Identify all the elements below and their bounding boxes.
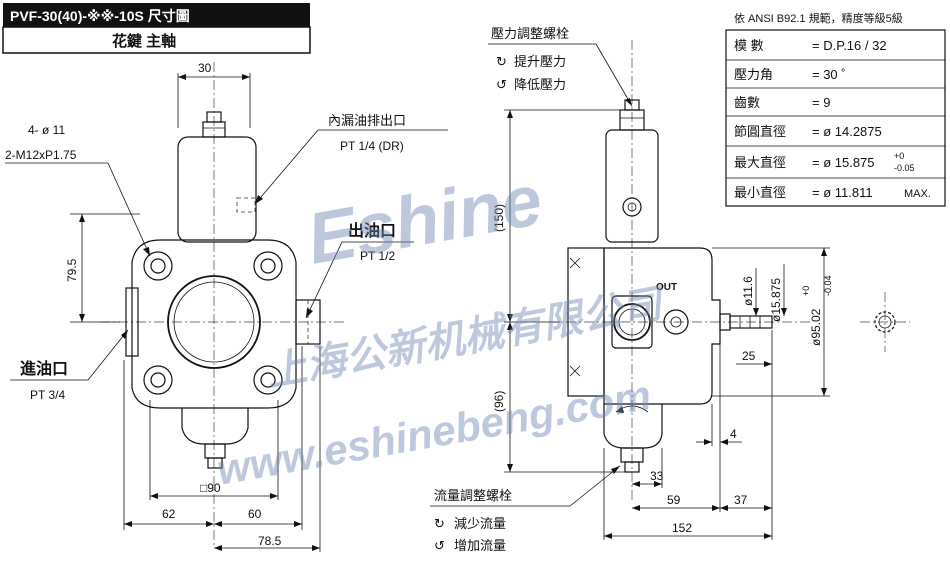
drawing-subtitle: 花鍵 主軸	[112, 32, 176, 50]
thread-callout: 2-M12xP1.75	[5, 148, 77, 162]
dim-shaft-11-6: ø11.6	[741, 276, 755, 306]
pressure-decrease-label: 降低壓力	[514, 77, 566, 92]
dim-60: 60	[248, 507, 262, 521]
dim-150: (150)	[492, 204, 506, 232]
rotate-ccw-icon: ↺	[496, 77, 507, 92]
flow-cw-icon: ↻	[434, 516, 445, 531]
spline-row-name: 最小直徑	[734, 185, 786, 200]
spline-row-name: 模 數	[734, 38, 764, 53]
spline-row-name: 節圓直徑	[734, 124, 786, 139]
outlet-label: 出油口	[348, 221, 396, 240]
drain-port-spec: PT 1/4 (DR)	[340, 139, 404, 153]
spline-table-caption: 依 ANSI B92.1 規範，精度等級5級	[734, 11, 903, 25]
dim-square-90: □90	[200, 481, 221, 495]
outlet-spec: PT 1/2	[360, 249, 395, 263]
spline-row-value: = ø 11.811	[812, 185, 873, 200]
rotate-cw-icon: ↻	[496, 54, 507, 69]
dim-pilot-tol-upper: +0	[801, 286, 811, 296]
flow-ccw-icon: ↺	[434, 538, 445, 553]
dim-25: 25	[742, 349, 756, 363]
dim-33: 33	[650, 469, 664, 483]
spline-row-value: = ø 14.2875	[812, 124, 882, 139]
dim-152: 152	[672, 521, 692, 535]
watermark: Eshine 上海公新机械有限公司 www.eshinebeng.com	[213, 160, 669, 494]
dim-pilot-tol-lower: -0.04	[823, 275, 833, 296]
dim-shaft-15-875: ø15.875	[769, 278, 783, 322]
dim-top-30: 30	[198, 61, 212, 75]
side-view: OUT 壓力調整螺栓 ↻ 提升壓力 ↺ 降低壓力	[430, 26, 910, 553]
watermark-brand: Eshine	[302, 160, 548, 280]
dim-4: 4	[730, 427, 737, 441]
flow-decrease-label: 減少流量	[454, 516, 506, 531]
bolt-holes-callout: 4- ø 11	[28, 123, 65, 137]
spline-row-value: = 30 ˚	[812, 67, 846, 82]
spline-row-suffix: MAX.	[904, 188, 931, 200]
out-port-label: OUT	[656, 282, 677, 293]
title-block: PVF-30(40)-※※-10S 尺寸圖 花鍵 主軸	[2, 3, 311, 54]
dim-78-5: 78.5	[258, 534, 282, 548]
dim-59: 59	[667, 493, 681, 507]
dim-37: 37	[734, 493, 748, 507]
dim-height-79-5: 79.5	[65, 258, 79, 282]
pressure-increase-label: 提升壓力	[514, 54, 566, 69]
spline-row-name: 齒數	[734, 95, 760, 110]
inlet-label: 進油口	[20, 359, 68, 378]
dim-96: (96)	[492, 391, 506, 412]
spline-row-tol-upper: +0	[894, 151, 904, 161]
spline-row-name: 最大直徑	[734, 155, 786, 170]
spline-spec-table: 依 ANSI B92.1 規範，精度等級5級 模 數 = D.P.16 / 32…	[725, 11, 946, 207]
pressure-screw-label: 壓力調整螺栓	[491, 26, 569, 41]
flow-screw-label: 流量調整螺栓	[434, 488, 512, 503]
drain-port-label: 內漏油排出口	[328, 113, 406, 128]
front-view: 30 79.5 4- ø 11 2-M12xP1.75 內漏油排出口 PT 1/…	[5, 61, 448, 552]
drawing-title: PVF-30(40)-※※-10S 尺寸圖	[10, 8, 190, 24]
spline-row-name: 壓力角	[734, 67, 773, 82]
dim-62: 62	[162, 507, 176, 521]
spline-row-value: = D.P.16 / 32	[812, 38, 887, 53]
spline-row-value: = ø 15.875	[812, 155, 875, 170]
spline-row-value: = 9	[812, 95, 830, 110]
spline-row-tol-lower: -0.05	[894, 163, 915, 173]
dim-pilot-95-02: ø95.02	[809, 308, 823, 346]
inlet-spec: PT 3/4	[30, 388, 65, 402]
flow-increase-label: 增加流量	[454, 538, 506, 553]
